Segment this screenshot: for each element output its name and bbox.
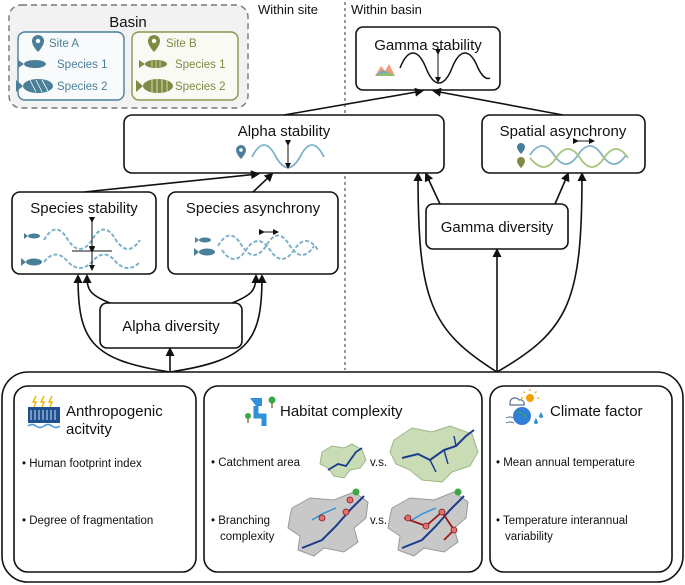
low-branching-map xyxy=(287,488,369,557)
within-basin-label: Within basin xyxy=(351,2,422,17)
human-footprint-item: • Human footprint index xyxy=(22,458,142,470)
species-asynchrony-label: Species asynchrony xyxy=(186,200,321,217)
climate-title: Climate factor xyxy=(550,403,643,420)
site-b-fish-small-icon xyxy=(139,60,167,68)
fish-large-icon xyxy=(21,258,42,266)
site-a-pin-icon xyxy=(32,35,44,52)
site-pin-icon xyxy=(236,145,246,159)
gamma-stability-wave xyxy=(399,52,491,84)
fish-small-icon xyxy=(24,233,40,239)
species-stability-node: Species stability xyxy=(11,191,157,275)
species-2-async-wave xyxy=(221,240,319,260)
dam-icon xyxy=(27,395,61,429)
gamma-diversity-label: Gamma diversity xyxy=(441,219,554,236)
terrain-icon xyxy=(375,64,395,76)
basin-legend-title: Basin xyxy=(109,14,147,31)
within-site-label: Within site xyxy=(258,2,318,17)
spatial-asynchrony-label: Spatial asynchrony xyxy=(500,123,627,140)
habitat-panel: Habitat complexity • Catchment area v.s.… xyxy=(203,385,483,573)
site-a-label: Site A xyxy=(49,38,79,50)
alpha-diversity-node: Alpha diversity xyxy=(99,302,243,349)
basin-legend: Basin Site A Species 1 Species 2 Site B xyxy=(8,4,249,109)
branching-item-line2: complexity xyxy=(220,531,275,543)
alpha-diversity-label: Alpha diversity xyxy=(122,318,220,335)
site-b-species-2: Species 2 xyxy=(175,81,226,93)
spatial-asynchrony-node: Spatial asynchrony xyxy=(481,114,646,174)
site-a-species-1: Species 1 xyxy=(57,59,108,71)
mean-annual-temp-item: • Mean annual temperature xyxy=(496,457,635,469)
river-branch-icon xyxy=(245,396,276,426)
alpha-stability-label: Alpha stability xyxy=(238,123,331,140)
catchment-area-item: • Catchment area xyxy=(211,457,301,469)
gamma-stability-label: Gamma stability xyxy=(374,37,482,54)
large-catchment-map xyxy=(389,425,479,483)
climate-icon xyxy=(505,389,543,425)
site-a-fish-large-icon xyxy=(16,79,53,93)
fish-pair-icon xyxy=(194,237,215,256)
gamma-diversity-node: Gamma diversity xyxy=(425,203,569,250)
habitat-title: Habitat complexity xyxy=(280,403,403,420)
site-a-fish-small-icon xyxy=(18,60,46,68)
site-b-pin-small-icon xyxy=(517,157,525,168)
site-b-label: Site B xyxy=(166,38,197,50)
arrows xyxy=(73,87,587,373)
site-b-species-1: Species 1 xyxy=(175,59,226,71)
site-a-pin-small-icon xyxy=(517,143,525,154)
branching-item-line1: • Branching xyxy=(211,515,270,527)
temp-variability-line2: variability xyxy=(505,531,553,543)
alpha-stability-node: Alpha stability xyxy=(123,114,445,174)
fragmentation-item: • Degree of fragmentation xyxy=(22,515,153,527)
site-a-species-2: Species 2 xyxy=(57,81,108,93)
anthropogenic-title-line1: Anthropogenic xyxy=(66,403,163,420)
species-asynchrony-node: Species asynchrony xyxy=(167,191,339,275)
site-b-pin-icon xyxy=(148,35,160,52)
branching-vs-label: v.s. xyxy=(370,515,387,527)
climate-panel: Climate factor • Mean annual temperature… xyxy=(489,385,673,573)
small-catchment-map xyxy=(319,443,367,479)
anthropogenic-title-line2: acitvity xyxy=(66,421,112,438)
high-branching-map xyxy=(387,488,469,557)
catchment-vs-label: v.s. xyxy=(370,457,387,469)
temp-variability-line1: • Temperature interannual xyxy=(496,515,628,527)
gamma-stability-node: Gamma stability xyxy=(355,26,501,91)
species-stability-label: Species stability xyxy=(30,200,138,217)
anthropogenic-panel: Anthropogenic acitvity • Human footprint… xyxy=(13,385,197,573)
site-b-wave xyxy=(529,148,629,168)
site-b-fish-large-icon xyxy=(136,79,173,93)
